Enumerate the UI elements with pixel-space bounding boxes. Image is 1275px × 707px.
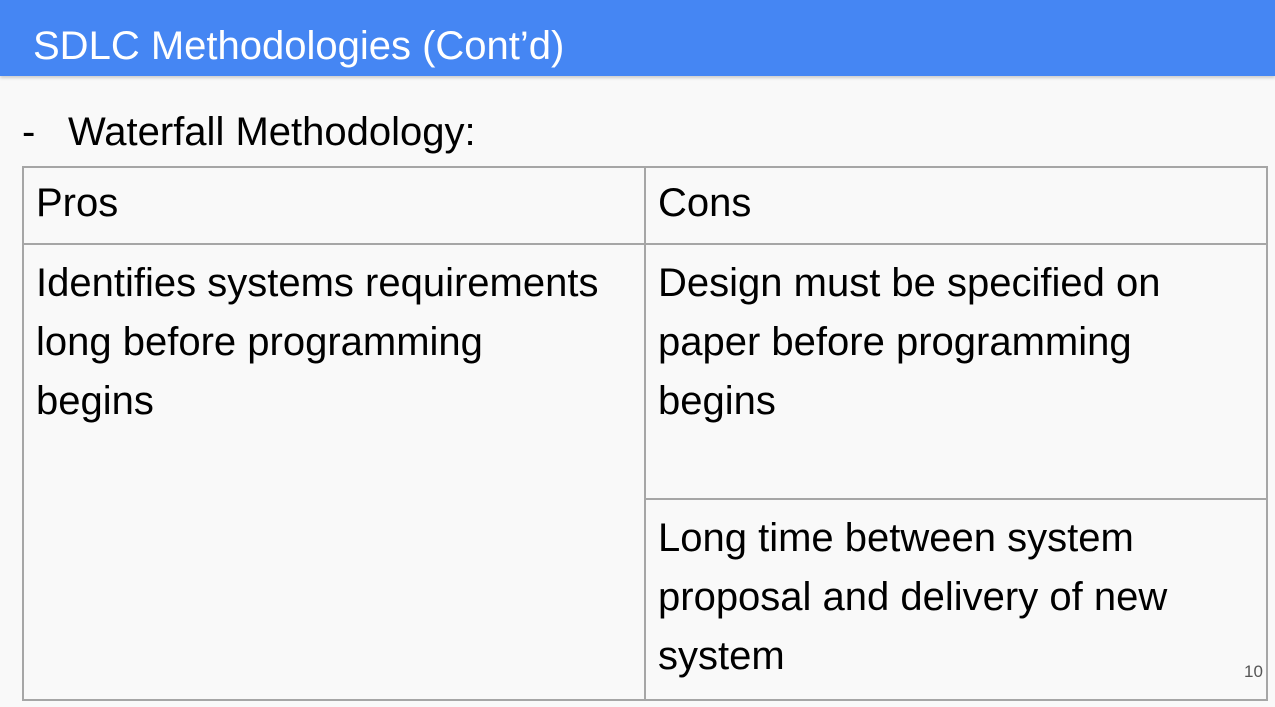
slide-title: SDLC Methodologies (Cont’d) — [33, 24, 565, 68]
cons-cell: Design must be specified on paper before… — [658, 261, 1161, 423]
title-bar: SDLC Methodologies (Cont’d) — [0, 0, 1275, 76]
page-number: 10 — [1244, 662, 1263, 681]
table-column-divider — [644, 166, 646, 701]
table-header-pros: Pros — [36, 181, 119, 225]
pros-cell: Identifies systems requirements long bef… — [36, 261, 599, 423]
cons-cell: Long time between system proposal and de… — [658, 516, 1168, 678]
cons-row-divider — [644, 498, 1268, 500]
table-header-cons: Cons — [658, 181, 752, 225]
bullet-text: Waterfall Methodology: — [68, 110, 476, 154]
bullet-marker: - — [22, 110, 36, 154]
table-border-right — [1266, 166, 1268, 701]
table-border-left — [22, 166, 24, 701]
